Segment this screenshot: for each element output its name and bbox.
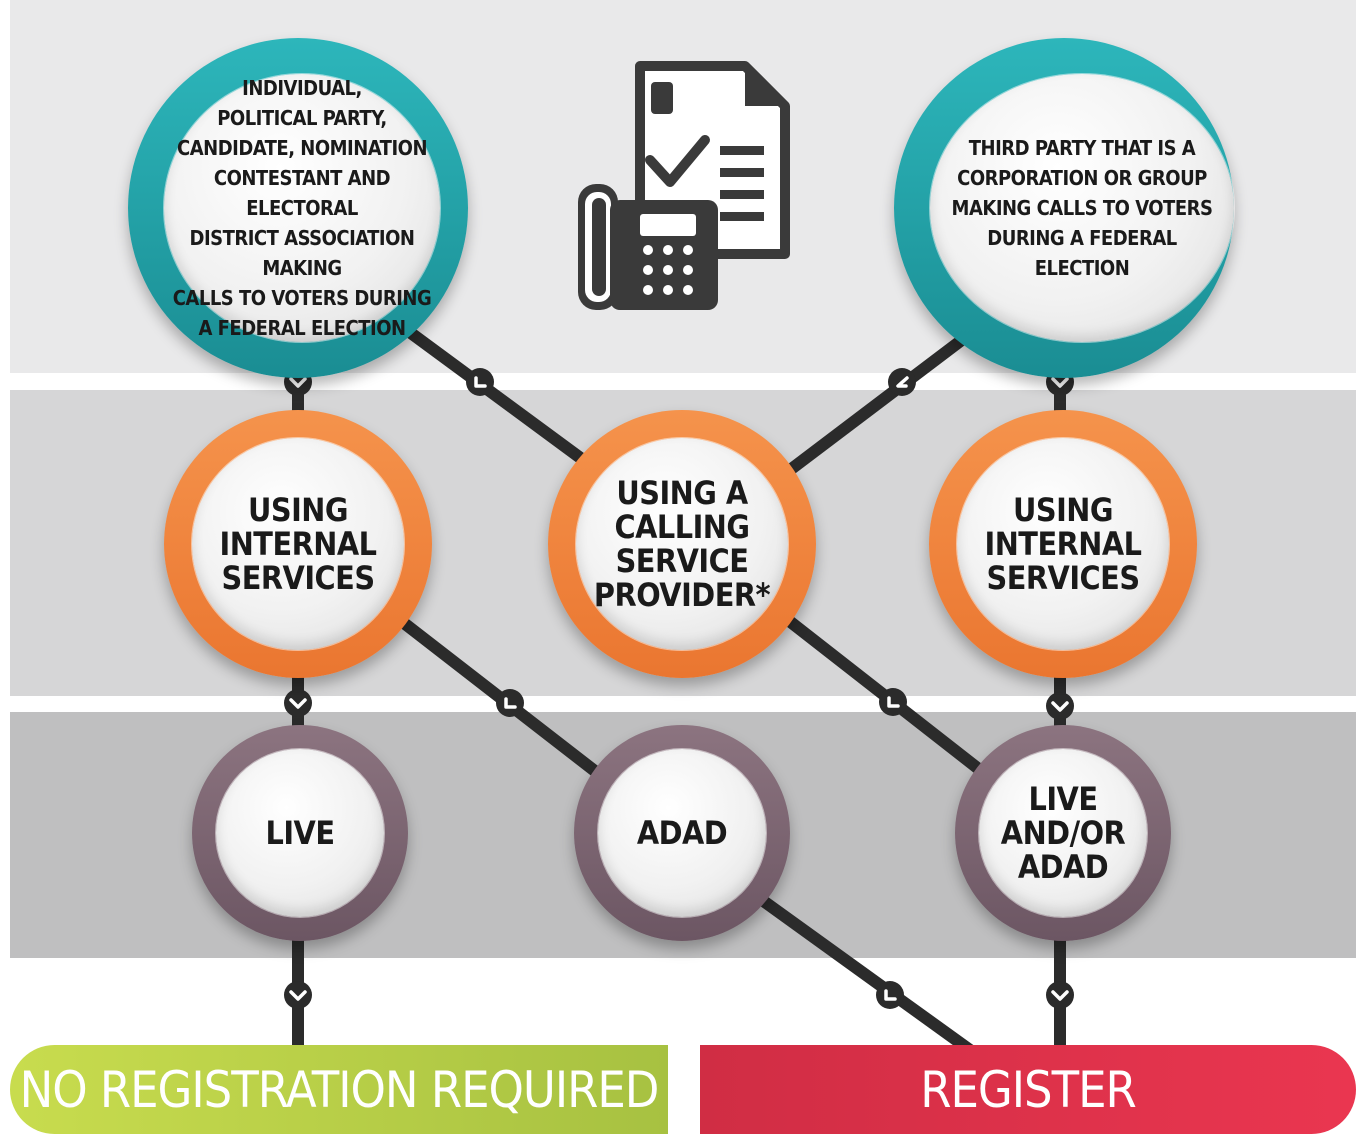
arrow-diagonal-icon xyxy=(466,368,494,396)
node-label: INDIVIDUAL, POLITICAL PARTY, CANDIDATE, … xyxy=(164,74,440,342)
node-adad: ADAD xyxy=(574,725,790,941)
node-label: USING INTERNAL SERVICES xyxy=(957,438,1169,650)
outcome-label: REGISTER xyxy=(920,1060,1136,1119)
node-calling-service-provider: USING A CALLING SERVICE PROVIDER* xyxy=(548,410,816,678)
arrow-down-icon xyxy=(284,981,312,1009)
node-internal-services-left: USING INTERNAL SERVICES xyxy=(164,410,432,678)
node-label: USING INTERNAL SERVICES xyxy=(192,438,404,650)
node-individual-party: INDIVIDUAL, POLITICAL PARTY, CANDIDATE, … xyxy=(128,38,468,378)
connector-line xyxy=(786,325,979,475)
arrow-down-icon xyxy=(1046,692,1074,720)
arrow-down-icon xyxy=(284,689,312,717)
arrow-diagonal-icon xyxy=(876,981,904,1009)
node-live-and-or-adad: LIVE AND/OR ADAD xyxy=(955,725,1171,941)
node-live: LIVE xyxy=(192,725,408,941)
node-label: USING A CALLING SERVICE PROVIDER* xyxy=(576,438,788,650)
telephone-icon xyxy=(578,184,718,310)
arrow-down-icon xyxy=(1046,981,1074,1009)
outcome-register: REGISTER xyxy=(700,1045,1356,1134)
node-label: LIVE xyxy=(216,749,384,917)
node-label: LIVE AND/OR ADAD xyxy=(979,749,1147,917)
node-label: THIRD PARTY THAT IS A CORPORATION OR GRO… xyxy=(930,74,1234,342)
arrow-diagonal-icon xyxy=(496,689,524,717)
outcome-no-registration: NO REGISTRATION REQUIRED xyxy=(10,1045,668,1134)
node-third-party: THIRD PARTY THAT IS A CORPORATION OR GRO… xyxy=(894,38,1234,378)
arrow-diagonal-icon xyxy=(879,688,907,716)
node-internal-services-right: USING INTERNAL SERVICES xyxy=(929,410,1197,678)
connector-line xyxy=(396,320,594,470)
outcome-label: NO REGISTRATION REQUIRED xyxy=(19,1060,660,1119)
node-label: ADAD xyxy=(598,749,766,917)
connector-line xyxy=(758,895,974,1055)
